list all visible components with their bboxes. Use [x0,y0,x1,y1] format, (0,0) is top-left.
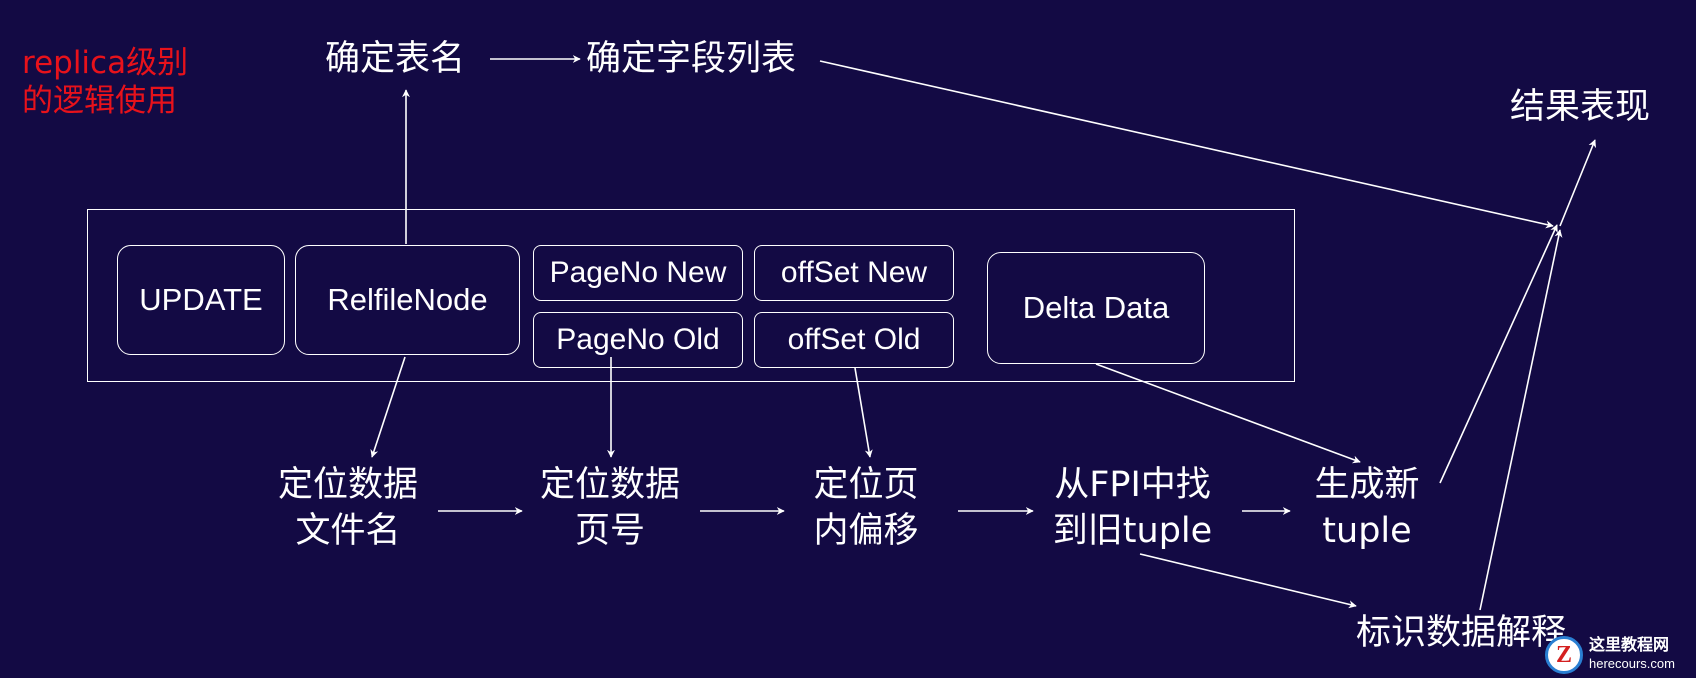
pageno-new-field: PageNo New [533,245,743,301]
step-locate-file: 定位数据 文件名 [268,462,428,554]
replica-note-line2: 的逻辑使用 [22,83,177,119]
replica-note: replica级别 的逻辑使用 [22,44,188,120]
arrow-to-result-label [1559,139,1596,227]
step-locate-page-line1: 定位数据 [539,465,680,505]
step-locate-page: 定位数据 页号 [530,462,690,554]
watermark-title: 这里教程网 [1589,637,1670,654]
arrow-generate-to-result [1439,224,1558,484]
offset-new-field: offSet New [754,245,954,301]
pageno-old-field: PageNo Old [533,312,743,368]
arrow-delta-to-generate [1095,363,1361,464]
step-locate-file-line1: 定位数据 [277,465,418,505]
arrow-offset-to-locate-offset [854,367,873,458]
step-generate-new-tuple-line2: tuple [1322,511,1412,551]
arrow-find-to-mark [1139,553,1357,609]
step-locate-offset: 定位页 内偏移 [796,462,936,554]
arrow-fields-to-result [819,60,1554,229]
determine-table-name: 确定表名 [325,39,466,79]
relfilenode-field: RelfileNode [295,245,520,355]
result-presentation: 结果表现 [1510,87,1651,127]
watermark-url: herecours.com [1589,656,1675,671]
step-generate-new-tuple: 生成新 tuple [1297,462,1437,554]
step-find-old-tuple: 从FPI中找 到旧tuple [1035,462,1230,554]
determine-field-list: 确定字段列表 [586,39,797,79]
delta-data-field: Delta Data [987,252,1205,364]
offset-old-field: offSet Old [754,312,954,368]
step-locate-page-line2: 页号 [574,511,645,551]
step-mark-data-interpretation: 标识数据解释 [1356,613,1567,653]
step-generate-new-tuple-line1: 生成新 [1314,465,1420,505]
watermark-logo: Z 这里教程网 herecours.com [1545,636,1695,676]
arrow-mark-to-result [1479,229,1563,611]
watermark-logo-icon: Z [1545,636,1583,674]
step-locate-offset-line2: 内偏移 [813,511,919,551]
update-field: UPDATE [117,245,285,355]
step-locate-offset-line1: 定位页 [813,465,919,505]
replica-note-line1: replica级别 [22,45,189,81]
arrow-relfilenode-to-locate-file [370,356,406,458]
step-locate-file-line2: 文件名 [295,511,401,551]
wal-record-box [87,209,1295,382]
step-find-old-tuple-line2: 到旧tuple [1052,511,1213,551]
step-find-old-tuple-line1: 从FPI中找 [1054,465,1211,505]
